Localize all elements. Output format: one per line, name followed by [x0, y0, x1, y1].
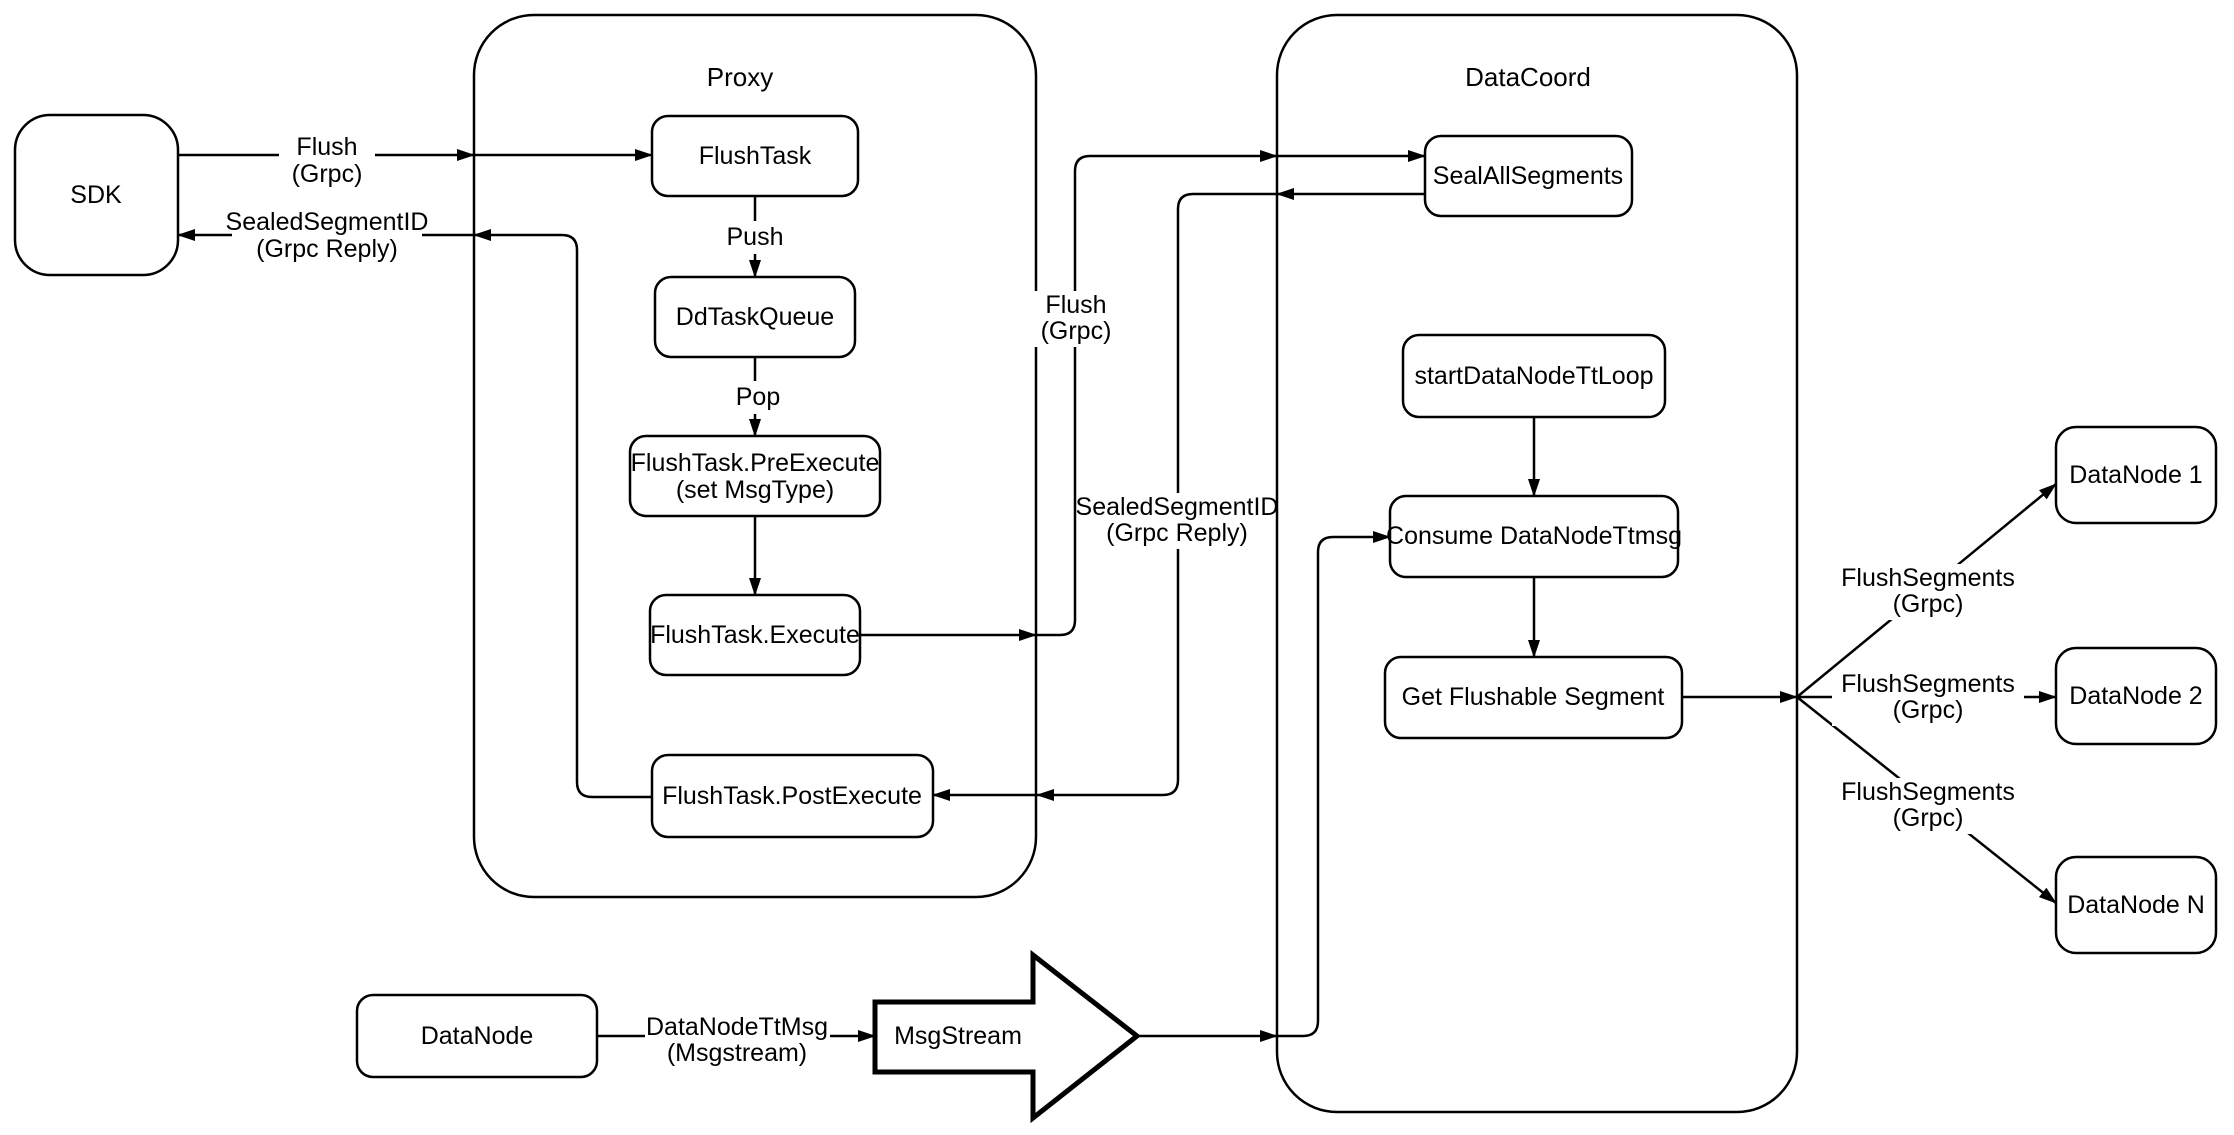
label-flushsegments-1-l2: (Grpc)	[1893, 590, 1964, 618]
node-ddtaskqueue-label: DdTaskQueue	[676, 303, 834, 331]
node-getflushablesegment: Get Flushable Segment	[1383, 655, 1684, 740]
node-preexecute: FlushTask.PreExecute (set MsgType)	[628, 434, 882, 518]
label-sealedsegmentid-sdk-l2: (Grpc Reply)	[256, 235, 398, 263]
node-getflushablesegment-label: Get Flushable Segment	[1402, 683, 1665, 711]
node-datanode2: DataNode 2	[2054, 646, 2218, 746]
label-flushsegments-3-l2: (Grpc)	[1893, 804, 1964, 832]
node-consume-datanodettmsg-label: Consume DataNodeTtmsg	[1386, 522, 1682, 550]
label-datanodettmsg-l2: (Msgstream)	[667, 1039, 807, 1067]
edge-riser-to-datacoord-edge	[1036, 150, 1278, 637]
label-flush-grpc-sdk: Flush (Grpc)	[279, 133, 375, 189]
label-flush-grpc-riser-l1: Flush	[1045, 291, 1106, 319]
node-consume-datanodettmsg: Consume DataNodeTtmsg	[1386, 494, 1682, 579]
node-datanoden: DataNode N	[2054, 855, 2218, 955]
proxy-container-label: Proxy	[707, 62, 773, 92]
node-preexecute-label-2: (set MsgType)	[676, 476, 834, 504]
edge-postexecute-to-proxy-edge	[473, 229, 652, 799]
node-datanode1-label: DataNode 1	[2069, 461, 2202, 489]
datacoord-container: DataCoord	[1275, 13, 1799, 1114]
label-flushsegments-2: FlushSegments (Grpc)	[1832, 670, 2024, 726]
label-sealedsegmentid-reply-l1: SealedSegmentID	[1076, 493, 1279, 521]
label-flush-grpc-riser-l2: (Grpc)	[1041, 317, 1112, 345]
label-flushsegments-2-l2: (Grpc)	[1893, 696, 1964, 724]
label-pop: Pop	[727, 381, 789, 414]
datacoord-container-label: DataCoord	[1465, 62, 1591, 92]
label-datanodettmsg-l1: DataNodeTtMsg	[646, 1013, 828, 1041]
proxy-container: Proxy	[472, 13, 1038, 899]
node-startdatanodettloop-label: startDataNodeTtLoop	[1414, 362, 1653, 390]
label-flushsegments-3: FlushSegments (Grpc)	[1832, 778, 2024, 834]
label-flush-grpc-sdk-l1: Flush	[296, 133, 357, 161]
label-sealedsegmentid-sdk: SealedSegmentID (Grpc Reply)	[226, 208, 429, 264]
label-datanodettmsg: DataNodeTtMsg (Msgstream)	[645, 1013, 830, 1069]
label-push-text: Push	[727, 223, 784, 251]
label-sealedsegmentid-sdk-l1: SealedSegmentID	[226, 208, 429, 236]
node-flushtask: FlushTask	[650, 114, 860, 198]
node-sdk-label: SDK	[70, 181, 122, 209]
node-msgstream-label: MsgStream	[894, 1022, 1022, 1050]
node-execute: FlushTask.Execute	[648, 593, 862, 677]
node-datanode2-label: DataNode 2	[2069, 682, 2202, 710]
node-execute-label: FlushTask.Execute	[650, 621, 860, 649]
label-sealedsegmentid-reply-l2: (Grpc Reply)	[1106, 519, 1248, 547]
label-flush-grpc-sdk-l2: (Grpc)	[292, 160, 363, 188]
node-flushtask-label: FlushTask	[699, 142, 812, 170]
node-sdk: SDK	[13, 113, 180, 277]
label-flush-grpc-riser: Flush (Grpc)	[1028, 291, 1124, 347]
node-datanode-source: DataNode	[355, 993, 599, 1079]
label-push: Push	[720, 221, 790, 254]
label-flushsegments-1-l1: FlushSegments	[1841, 564, 2015, 592]
msgstream-block-arrow-shape	[872, 949, 1142, 1124]
label-flushsegments-3-l1: FlushSegments	[1841, 778, 2015, 806]
node-postexecute: FlushTask.PostExecute	[650, 753, 935, 839]
node-preexecute-label-1: FlushTask.PreExecute	[631, 449, 880, 477]
node-datanode-source-label: DataNode	[421, 1022, 534, 1050]
label-pop-text: Pop	[736, 383, 780, 411]
label-flushsegments-1: FlushSegments (Grpc)	[1832, 564, 2024, 620]
label-sealedsegmentid-reply: SealedSegmentID (Grpc Reply)	[1076, 493, 1279, 549]
node-datanoden-label: DataNode N	[2067, 891, 2205, 919]
node-ddtaskqueue: DdTaskQueue	[653, 275, 857, 359]
label-flushsegments-2-l1: FlushSegments	[1841, 670, 2015, 698]
node-startdatanodettloop: startDataNodeTtLoop	[1401, 333, 1667, 419]
node-sealallsegments-label: SealAllSegments	[1433, 162, 1623, 190]
node-postexecute-label: FlushTask.PostExecute	[662, 782, 922, 810]
node-datanode1: DataNode 1	[2054, 425, 2218, 525]
edge-datacoord-edge-to-consume	[1277, 531, 1391, 1038]
node-msgstream: MsgStream	[872, 949, 1142, 1124]
node-sealallsegments: SealAllSegments	[1423, 134, 1634, 218]
